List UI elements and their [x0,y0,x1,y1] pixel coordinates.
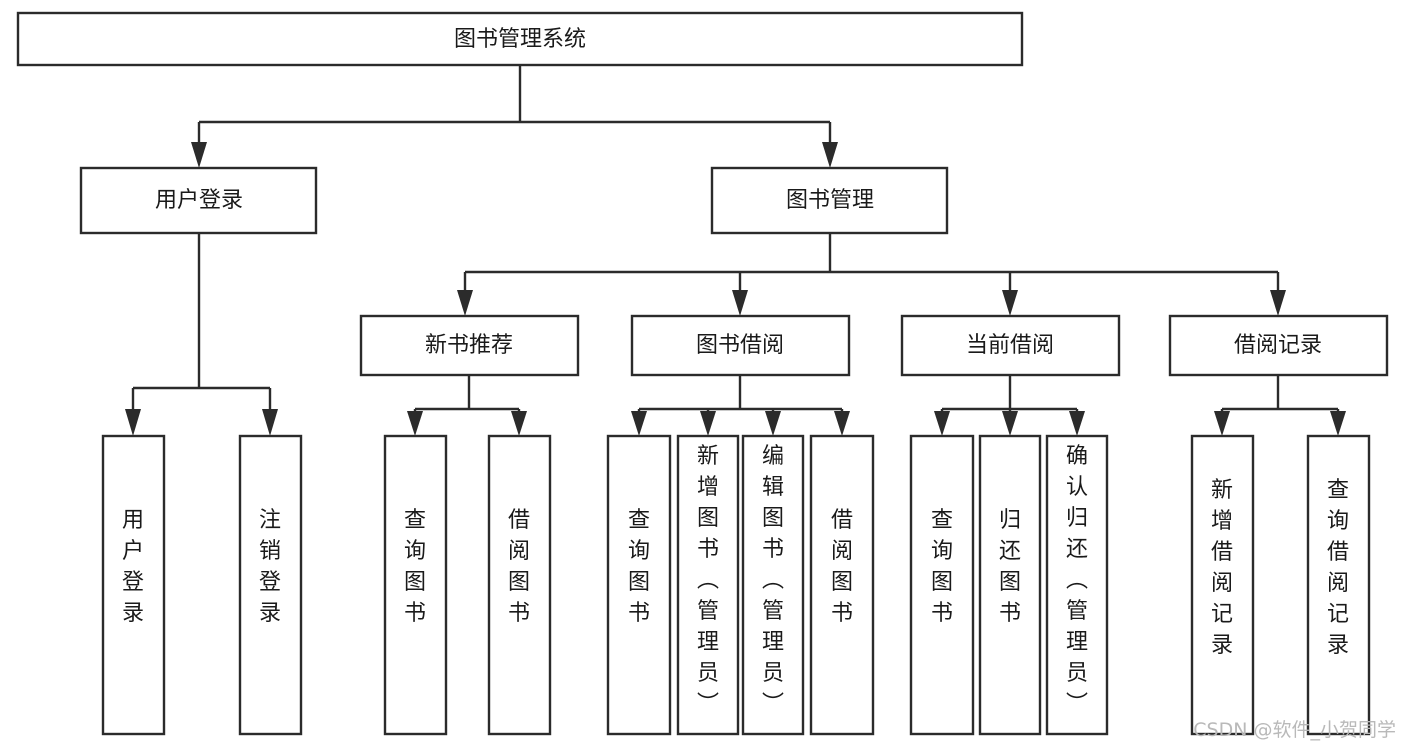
node-user-login[interactable]: 用户登录 [79,166,318,235]
node-leaf-return-book[interactable]: 归还图书 [978,434,1042,736]
node-leaf-query-book-2-box [606,434,672,736]
node-new-book-recommend-label: 新书推荐 [425,333,513,358]
node-leaf-user-login-box [101,434,166,736]
node-leaf-query-book-3-box [909,434,975,736]
arrow-head-leaf-borrow-book-1 [511,411,527,436]
node-leaf-query-book-2-label: 查询图书 [628,508,650,626]
arrow-head-current-borrow [1002,290,1018,316]
arrow-head-leaf-logout [262,409,278,436]
node-leaf-edit-book[interactable]: 编辑图书︵管理员︶ [741,434,805,736]
node-leaf-confirm-return-label: 确认归还︵管理员︶ [1066,444,1088,717]
node-leaf-add-record[interactable]: 新增借阅记录 [1190,434,1255,736]
arrow-head-borrow-record [1270,290,1286,316]
arrow-head-leaf-confirm-return [1069,411,1085,436]
arrow-head-leaf-query-book-2 [631,411,647,436]
arrow-head-leaf-return-book [1002,411,1018,436]
node-leaf-edit-book-label: 编辑图书︵管理员︶ [762,444,784,717]
arrow-head-leaf-add-record [1214,411,1230,436]
node-leaf-return-book-box [978,434,1042,736]
node-leaf-query-book-3[interactable]: 查询图书 [909,434,975,736]
node-leaf-borrow-book-1-label: 借阅图书 [508,508,530,626]
node-root[interactable]: 图书管理系统 [16,11,1024,67]
node-leaf-query-record[interactable]: 查询借阅记录 [1306,434,1371,736]
node-borrow-record-box [1168,314,1389,377]
arrow-head-new-book-recommend [457,290,473,316]
node-borrow-record[interactable]: 借阅记录 [1168,314,1389,377]
node-leaf-query-book-3-label: 查询图书 [931,508,953,626]
node-leaf-query-book-1[interactable]: 查询图书 [383,434,448,736]
node-book-manage-label: 图书管理 [786,188,874,213]
node-leaf-add-book-label: 新增图书︵管理员︶ [697,444,719,717]
connector-layer [125,65,1346,436]
node-leaf-user-login-label: 用户登录 [122,508,144,626]
node-leaf-logout-box [238,434,303,736]
node-leaf-query-book-1-box [383,434,448,736]
node-current-borrow-label: 当前借阅 [966,333,1054,358]
node-leaf-borrow-book-2-box [809,434,875,736]
node-leaf-query-record-label: 查询借阅记录 [1327,478,1349,658]
node-book-borrow[interactable]: 图书借阅 [630,314,851,377]
node-leaf-borrow-book-2-label: 借阅图书 [831,508,853,626]
node-leaf-query-book-2[interactable]: 查询图书 [606,434,672,736]
node-borrow-record-label: 借阅记录 [1234,333,1322,358]
node-leaf-user-login[interactable]: 用户登录 [101,434,166,736]
node-leaf-borrow-book-2[interactable]: 借阅图书 [809,434,875,736]
arrow-head-leaf-borrow-book-2 [834,411,850,436]
node-new-book-recommend[interactable]: 新书推荐 [359,314,580,377]
node-current-borrow[interactable]: 当前借阅 [900,314,1121,377]
arrow-head-leaf-query-book-1 [407,411,423,436]
arrow-head-leaf-add-book [700,411,716,436]
node-leaf-query-book-1-label: 查询图书 [404,508,426,626]
csdn-watermark: CSDN @软件_小贺同学 [1193,719,1396,741]
node-root-box [16,11,1024,67]
node-leaf-return-book-label: 归还图书 [999,508,1021,626]
node-leaf-add-record-box [1190,434,1255,736]
node-current-borrow-box [900,314,1121,377]
node-book-manage-box [710,166,949,235]
node-new-book-recommend-box [359,314,580,377]
node-leaf-add-record-label: 新增借阅记录 [1211,478,1233,658]
node-book-borrow-label: 图书借阅 [696,333,784,358]
arrow-head-leaf-user-login [125,409,141,436]
arrow-head-leaf-query-book-3 [934,411,950,436]
node-leaf-logout-label: 注销登录 [259,508,281,626]
arrow-head-user-login [191,142,207,168]
node-user-login-box [79,166,318,235]
node-book-borrow-box [630,314,851,377]
node-leaf-confirm-return-box [1045,434,1109,736]
node-leaf-query-record-box [1306,434,1371,736]
node-leaf-add-book[interactable]: 新增图书︵管理员︶ [676,434,740,736]
arrow-head-leaf-edit-book [765,411,781,436]
node-leaf-logout[interactable]: 注销登录 [238,434,303,736]
arrow-head-leaf-query-record [1330,411,1346,436]
node-leaf-borrow-book-1-box [487,434,552,736]
node-root-label: 图书管理系统 [454,27,586,52]
node-user-login-label: 用户登录 [155,188,243,213]
arrow-head-book-manage [822,142,838,168]
arrow-head-book-borrow [732,290,748,316]
node-leaf-borrow-book-1[interactable]: 借阅图书 [487,434,552,736]
node-leaf-edit-book-box [741,434,805,736]
node-leaf-add-book-box [676,434,740,736]
node-leaf-confirm-return[interactable]: 确认归还︵管理员︶ [1045,434,1109,736]
node-book-manage[interactable]: 图书管理 [710,166,949,235]
